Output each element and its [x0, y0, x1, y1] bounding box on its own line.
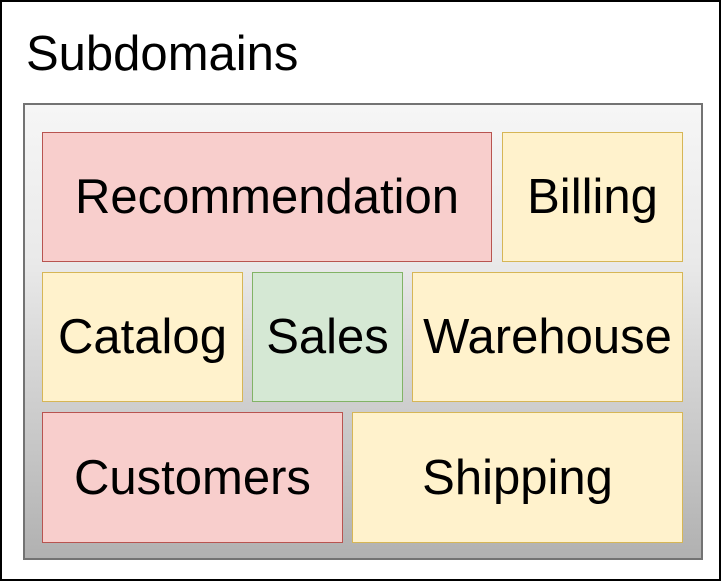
subdomain-label-billing: Billing: [527, 170, 658, 224]
subdomain-box-billing: Billing: [502, 132, 683, 262]
subdomain-box-customers: Customers: [42, 412, 343, 543]
subdomain-label-warehouse: Warehouse: [423, 310, 672, 364]
subdomain-label-shipping: Shipping: [422, 450, 613, 505]
subdomains-container: Recommendation Billing Catalog Sales War…: [23, 103, 703, 560]
subdomain-box-catalog: Catalog: [42, 272, 243, 402]
subdomain-label-recommendation: Recommendation: [74, 170, 460, 224]
subdomain-box-recommendation: Recommendation: [42, 132, 492, 262]
diagram-title: Subdomains: [26, 27, 299, 81]
subdomain-box-warehouse: Warehouse: [412, 272, 683, 402]
subdomain-label-catalog: Catalog: [58, 310, 227, 364]
subdomain-box-shipping: Shipping: [352, 412, 683, 543]
subdomain-label-sales: Sales: [266, 310, 389, 364]
subdomain-label-customers: Customers: [74, 450, 311, 505]
subdomain-box-sales: Sales: [252, 272, 403, 402]
